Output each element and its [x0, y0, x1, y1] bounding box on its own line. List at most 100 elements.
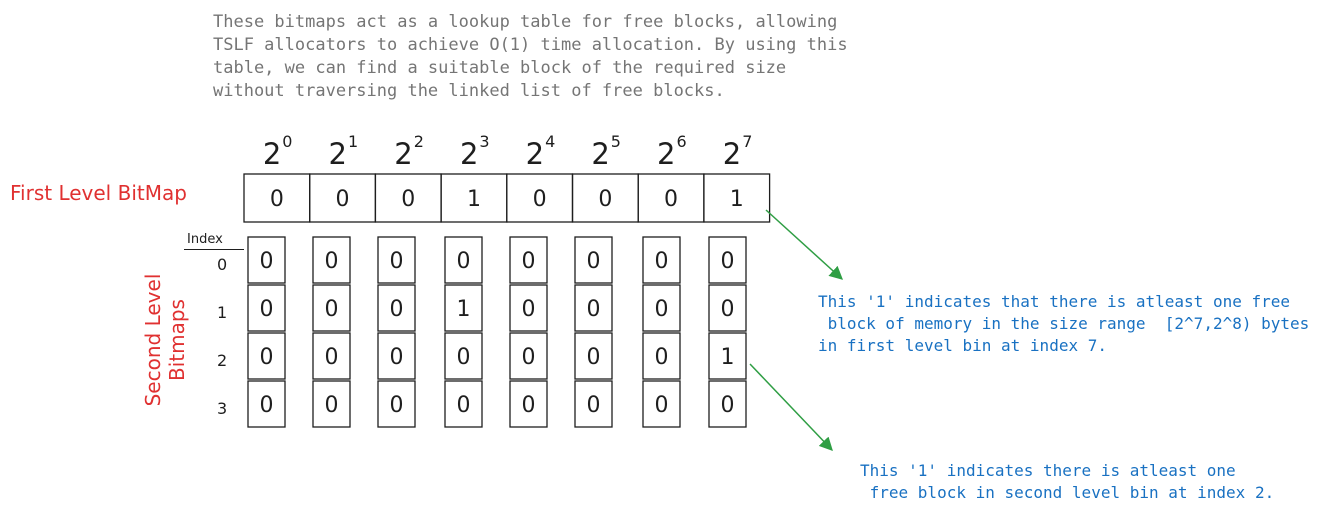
power-header: 25	[591, 132, 621, 171]
power-exponent: 2	[413, 132, 424, 152]
second-level-bit: 0	[390, 345, 404, 370]
second-level-cell	[642, 380, 681, 428]
annotation-line: free block in second level bin at index …	[860, 483, 1275, 502]
power-exponent: 3	[479, 132, 490, 152]
second-level-bit: 0	[721, 249, 735, 274]
annotation-second-level: This '1' indicates there is atleast one …	[860, 460, 1274, 504]
first-level-cell	[703, 173, 771, 223]
index-number: 0	[217, 255, 228, 274]
power-exponent: 4	[545, 132, 556, 152]
power-header: 26	[657, 132, 687, 171]
second-level-bit: 0	[325, 393, 339, 418]
power-header: 24	[525, 132, 556, 171]
second-level-bit: 0	[457, 393, 471, 418]
second-level-bit: 0	[522, 297, 536, 322]
second-level-bit: 0	[390, 249, 404, 274]
first-level-bit: 0	[598, 187, 612, 212]
power-header: 22	[394, 132, 424, 171]
second-level-cell	[247, 332, 286, 380]
second-level-bit: 0	[390, 393, 404, 418]
power-exponent: 5	[610, 132, 621, 152]
index-header: Index	[187, 232, 223, 247]
power-base: 2	[262, 137, 282, 171]
second-level-cell	[377, 380, 416, 428]
power-base: 2	[657, 137, 676, 171]
description-line: TSLF allocators to achieve O(1) time all…	[213, 35, 848, 55]
second-level-cell	[312, 236, 351, 284]
power-header: 23	[459, 132, 490, 171]
annotation-first-level: This '1' indicates that there is atleast…	[818, 291, 1309, 357]
second-level-bit: 0	[655, 393, 669, 418]
second-level-bit: 0	[325, 297, 339, 322]
description-line: table, we can find a suitable block of t…	[213, 58, 787, 78]
second-level-cell	[642, 236, 681, 284]
second-level-bit: 0	[721, 393, 735, 418]
second-level-bit: 1	[721, 345, 735, 370]
first-level-bit: 0	[336, 187, 350, 212]
first-level-bit: 1	[730, 187, 744, 212]
power-exponent: 7	[742, 132, 753, 152]
second-level-bit: 0	[390, 297, 404, 322]
second-level-cell	[642, 284, 681, 332]
second-level-bit: 1	[457, 297, 471, 322]
power-base: 2	[722, 137, 742, 171]
second-level-bit: 0	[655, 249, 669, 274]
second-level-cell	[444, 380, 483, 428]
annotation-line: block of memory in the size range [2^7,2…	[818, 314, 1310, 333]
description-line: These bitmaps act as a lookup table for …	[213, 12, 838, 32]
power-base: 2	[525, 137, 545, 171]
second-level-bit: 0	[325, 249, 339, 274]
second-level-cell	[444, 332, 483, 380]
power-exponent: 1	[348, 132, 359, 152]
second-level-cell	[312, 284, 351, 332]
index-number: 2	[217, 351, 228, 370]
second-level-bit: 0	[522, 345, 536, 370]
arrow-second-level	[749, 363, 833, 451]
second-level-cell	[377, 332, 416, 380]
second-level-cell	[444, 236, 483, 284]
second-level-cell	[708, 284, 747, 332]
second-level-cell	[377, 236, 416, 284]
first-level-label: First Level BitMap	[10, 181, 187, 205]
index-number: 3	[217, 399, 228, 418]
second-level-cell	[708, 380, 747, 428]
power-base: 2	[328, 137, 347, 171]
second-level-cell	[708, 236, 747, 284]
second-level-cell	[574, 380, 613, 428]
annotation-line: in first level bin at index 7.	[818, 336, 1107, 355]
power-base: 2	[591, 137, 610, 171]
power-exponent: 6	[676, 132, 687, 152]
first-level-bit: 0	[533, 187, 547, 212]
second-level-cell	[312, 332, 351, 380]
second-level-bit: 0	[655, 345, 669, 370]
second-level-bit: 0	[587, 249, 601, 274]
first-level-bit: 0	[401, 187, 415, 212]
second-level-cell	[574, 332, 613, 380]
second-level-bit: 0	[587, 393, 601, 418]
description-note: These bitmaps act as a lookup table for …	[213, 11, 848, 103]
arrow-first-level	[765, 209, 843, 280]
first-level-bit: 1	[467, 187, 481, 212]
second-level-cell	[708, 332, 747, 380]
first-level-bit: 0	[270, 187, 284, 212]
second-level-bit: 0	[721, 297, 735, 322]
second-level-bit: 0	[260, 345, 274, 370]
index-header-underline	[184, 249, 244, 250]
index-number: 1	[217, 303, 228, 322]
second-level-cell	[509, 284, 548, 332]
annotation-line: This '1' indicates there is atleast one	[860, 461, 1236, 480]
second-level-cell	[509, 332, 548, 380]
second-level-cell	[247, 236, 286, 284]
description-line: without traversing the linked list of fr…	[213, 81, 725, 101]
second-level-cell	[509, 236, 548, 284]
power-header: 21	[328, 132, 359, 171]
power-base: 2	[459, 137, 479, 171]
second-level-cell	[377, 284, 416, 332]
annotation-line: This '1' indicates that there is atleast…	[818, 292, 1291, 311]
second-level-bit: 0	[655, 297, 669, 322]
second-level-bit: 0	[325, 345, 339, 370]
second-level-bit: 0	[522, 393, 536, 418]
